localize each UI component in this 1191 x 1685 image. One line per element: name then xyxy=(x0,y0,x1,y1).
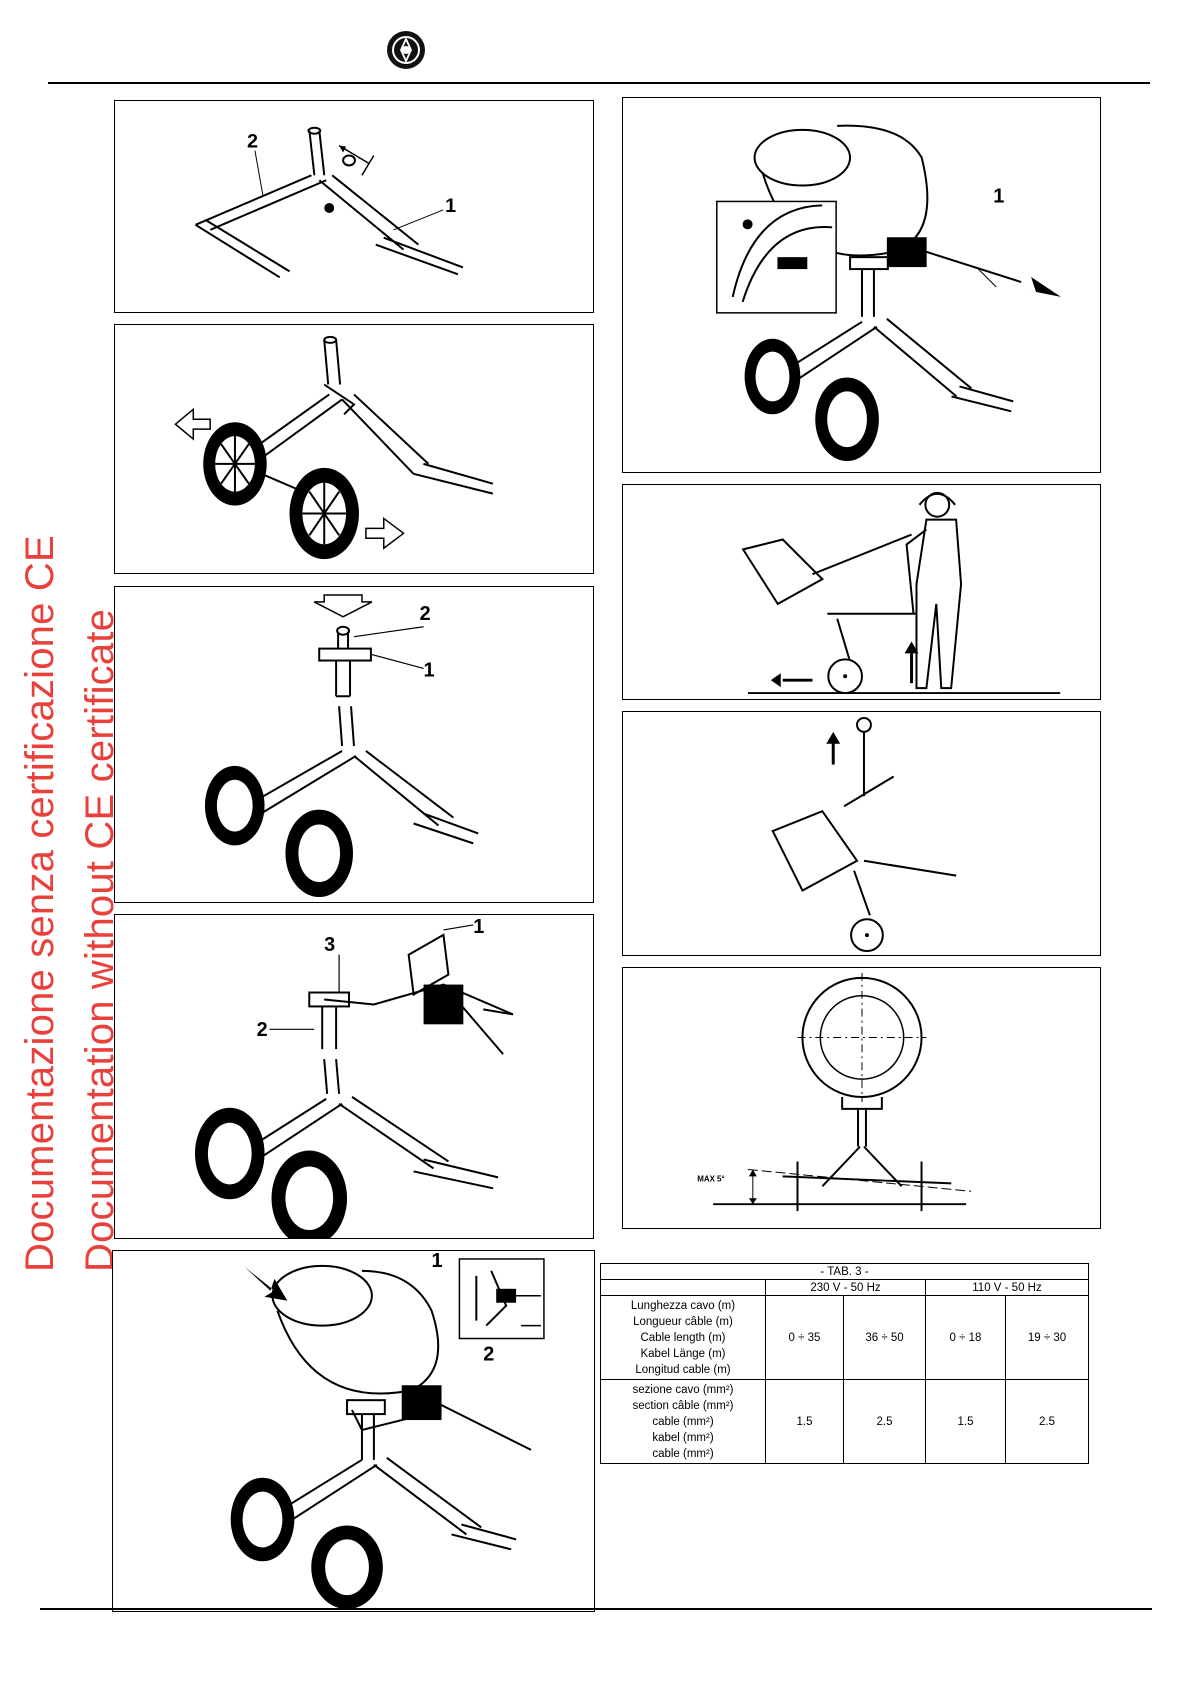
figure-max-inclination: MAX 5° xyxy=(622,967,1101,1229)
figure-frame-assembly: 2 1 xyxy=(114,100,594,313)
table-header-110v: 110 V - 50 Hz xyxy=(925,1279,1089,1296)
callout-1: 1 xyxy=(432,1251,443,1272)
callout-3: 3 xyxy=(324,934,335,956)
lifting-ring-icon xyxy=(856,716,872,733)
callout-1: 1 xyxy=(473,916,484,938)
max-inclination-label: MAX 5° xyxy=(697,1174,724,1183)
cable-length-110-a: 0 ÷ 18 xyxy=(925,1295,1006,1380)
cable-section-110-b: 2.5 xyxy=(1005,1379,1089,1464)
figure-moving-by-hand xyxy=(622,484,1101,700)
footer-rule xyxy=(40,1608,1152,1610)
arrow-icon xyxy=(313,594,373,618)
table-row: Lunghezza cavo (m) Longueur câble (m) Ca… xyxy=(600,1295,1089,1380)
cable-table: - TAB. 3 - 230 V - 50 Hz 110 V - 50 Hz L… xyxy=(600,1263,1089,1464)
worker-icon xyxy=(905,491,963,690)
figure-wheel-mounting xyxy=(114,324,594,574)
watermark-line-1: Documentazione senza certificazione CE xyxy=(18,535,62,1272)
wheel-icon xyxy=(289,467,359,560)
wheel-icon xyxy=(203,422,267,506)
callout-2: 2 xyxy=(420,603,431,625)
arrow-icon xyxy=(1021,277,1061,297)
cable-section-labels: sezione cavo (mm²) section câble (mm²) c… xyxy=(600,1379,766,1464)
cable-section-230-a: 1.5 xyxy=(765,1379,844,1464)
figure-lifting xyxy=(622,711,1101,956)
callout-2: 2 xyxy=(483,1343,494,1365)
cable-length-230-b: 36 ÷ 50 xyxy=(843,1295,926,1380)
cable-length-230-a: 0 ÷ 35 xyxy=(765,1295,844,1380)
arrow-icon xyxy=(174,407,211,441)
callout-1: 1 xyxy=(424,659,435,681)
arrow-icon xyxy=(244,1266,288,1301)
callout-2: 2 xyxy=(247,131,258,153)
table-header-230v: 230 V - 50 Hz xyxy=(765,1279,926,1296)
table-header-empty xyxy=(600,1279,766,1296)
callout-2: 2 xyxy=(257,1019,268,1041)
brand-logo-icon xyxy=(387,31,425,69)
figure-assembled-mixer: 1 xyxy=(622,97,1101,473)
arrow-icon xyxy=(365,516,405,550)
cable-section-230-b: 2.5 xyxy=(843,1379,926,1464)
table-row: sezione cavo (mm²) section câble (mm²) c… xyxy=(600,1379,1089,1464)
header-rule xyxy=(48,82,1150,84)
detail-inset xyxy=(716,200,837,314)
figure-support-mounting: 2 1 xyxy=(114,586,594,903)
figure-drum-mounting: 1 2 xyxy=(112,1250,595,1612)
callout-1: 1 xyxy=(445,195,456,217)
cable-length-labels: Lunghezza cavo (m) Longueur câble (m) Ca… xyxy=(600,1295,766,1380)
figure-cradle-mounting: 3 1 2 xyxy=(114,914,594,1239)
callout-1: 1 xyxy=(993,185,1004,207)
table-title: - TAB. 3 - xyxy=(600,1263,1089,1280)
cable-section-110-a: 1.5 xyxy=(925,1379,1006,1464)
cable-length-110-b: 19 ÷ 30 xyxy=(1005,1295,1089,1380)
